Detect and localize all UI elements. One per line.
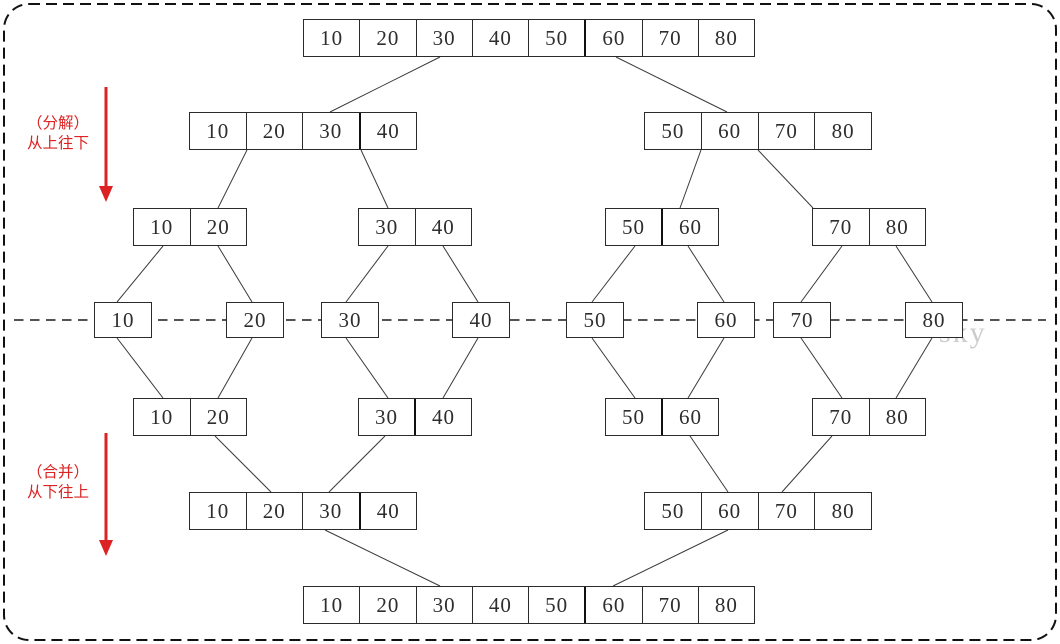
array-cell: 40 (358, 493, 417, 529)
array-cell: 40 (414, 399, 471, 435)
merge-down-arrow-icon (99, 433, 113, 556)
array-decompose-left-quad: 10 20 30 40 (189, 112, 417, 150)
decompose-annotation: （分解） 从上往下 (16, 114, 100, 154)
array-cell: 20 (245, 493, 303, 529)
array-cell: 30 (302, 493, 359, 529)
array-cell: 70 (641, 587, 698, 623)
array-cell: 60 (584, 587, 641, 623)
decompose-annotation-line1: （分解） (26, 115, 89, 132)
array-merge-left-quad: 10 20 30 40 (189, 492, 417, 530)
array-single-20: 20 (226, 302, 284, 338)
array-cell: 50 (661, 498, 685, 523)
connector-lines (116, 56, 933, 587)
array-top-full: 10 20 30 40 50 60 70 80 (303, 19, 755, 57)
array-cell: 60 (584, 20, 641, 56)
array-cell: 80 (868, 399, 926, 435)
array-cell: 20 (243, 307, 267, 332)
array-cell: 60 (661, 399, 718, 435)
array-cell: 60 (700, 113, 758, 149)
array-cell: 80 (697, 20, 754, 56)
array-cell: 50 (528, 587, 584, 623)
array-decompose-pair-30-40: 30 40 (358, 208, 472, 246)
array-cell: 50 (528, 20, 584, 56)
merge-annotation: （合并） 从下往上 (16, 463, 100, 503)
array-single-70: 70 (773, 302, 831, 338)
array-bottom-full: 10 20 30 40 50 60 70 80 (303, 586, 755, 624)
array-cell: 50 (622, 214, 645, 239)
array-single-30: 30 (321, 302, 379, 338)
array-cell: 20 (189, 209, 247, 245)
array-cell: 60 (661, 209, 718, 245)
array-cell: 30 (375, 404, 398, 429)
array-cell: 80 (814, 113, 871, 149)
array-cell: 80 (697, 587, 754, 623)
merge-annotation-line2: 从下往上 (26, 484, 89, 501)
array-cell: 10 (206, 498, 230, 523)
array-cell: 10 (206, 118, 230, 143)
array-cell: 20 (359, 587, 415, 623)
array-cell: 80 (814, 493, 871, 529)
array-cell: 10 (150, 214, 174, 239)
array-single-60: 60 (697, 302, 755, 338)
array-cell: 60 (700, 493, 758, 529)
array-cell: 60 (714, 307, 738, 332)
array-cell: 20 (359, 20, 415, 56)
array-cell: 30 (375, 214, 399, 239)
array-cell: 40 (469, 307, 493, 332)
array-merge-pair-10-20: 10 20 (133, 398, 247, 436)
array-decompose-right-quad: 50 60 70 80 (644, 112, 872, 150)
array-cell: 20 (189, 399, 247, 435)
array-cell: 10 (111, 307, 135, 332)
array-cell: 50 (661, 118, 685, 143)
array-cell: 50 (583, 307, 607, 332)
array-cell: 20 (245, 113, 303, 149)
array-decompose-pair-10-20: 10 20 (133, 208, 247, 246)
array-cell: 30 (302, 113, 359, 149)
array-cell: 10 (150, 404, 174, 429)
array-cell: 80 (922, 307, 946, 332)
array-cell: 40 (471, 587, 528, 623)
array-cell: 70 (641, 20, 698, 56)
array-single-10: 10 (94, 302, 152, 338)
decompose-annotation-line2: 从上往下 (26, 135, 89, 152)
outer-dashed-border (3, 3, 1057, 641)
array-single-50: 50 (566, 302, 624, 338)
array-cell: 30 (415, 20, 472, 56)
array-single-40: 40 (452, 302, 510, 338)
array-cell: 70 (757, 493, 815, 529)
array-merge-pair-50-60: 50 60 (605, 398, 719, 436)
array-decompose-pair-70-80: 70 80 (812, 208, 926, 246)
array-merge-right-quad: 50 60 70 80 (644, 492, 872, 530)
array-cell: 70 (829, 404, 853, 429)
array-cell: 50 (622, 404, 645, 429)
array-cell: 10 (320, 592, 344, 617)
merge-annotation-line1: （合并） (26, 464, 89, 481)
array-cell: 10 (320, 25, 344, 50)
array-cell: 70 (829, 214, 853, 239)
array-merge-pair-70-80: 70 80 (812, 398, 926, 436)
array-cell: 70 (790, 307, 814, 332)
array-cell: 30 (338, 307, 362, 332)
array-merge-pair-30-40: 30 40 (358, 398, 472, 436)
array-cell: 40 (358, 113, 417, 149)
decompose-down-arrow-icon (99, 87, 113, 202)
array-single-80: 80 (905, 302, 963, 338)
array-cell: 70 (757, 113, 815, 149)
array-cell: 30 (415, 587, 472, 623)
array-cell: 40 (471, 20, 528, 56)
array-cell: 40 (414, 209, 472, 245)
array-decompose-pair-50-60: 50 60 (605, 208, 719, 246)
array-cell: 80 (868, 209, 926, 245)
